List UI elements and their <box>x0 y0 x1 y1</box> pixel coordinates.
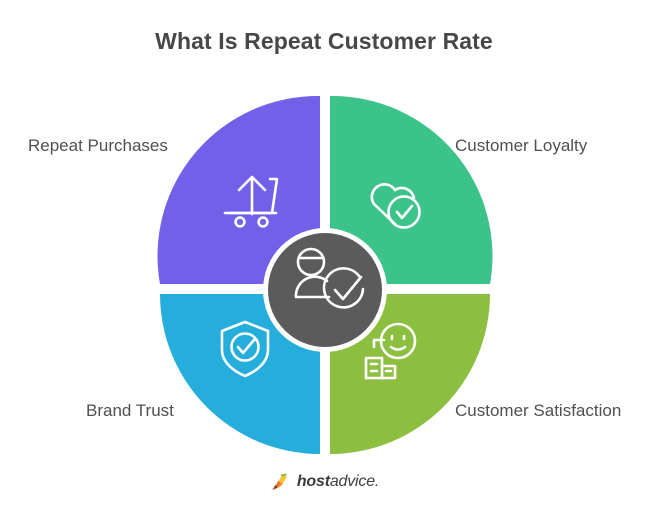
quadrant-label-customer-loyalty: Customer Loyalty <box>455 136 588 155</box>
page-title: What Is Repeat Customer Rate <box>155 28 493 54</box>
quadrant-bottom-right[interactable] <box>330 294 490 454</box>
brand-logo[interactable]: hostadvice. <box>0 468 648 496</box>
hostadvice-mascot-icon <box>272 473 287 490</box>
shopping-cart-up-arrow-icon <box>223 175 279 228</box>
brand-wordmark-bold: host <box>296 473 330 490</box>
quadrant-label-customer-satisfaction: Customer Satisfaction <box>455 401 622 420</box>
quadrant-top-left[interactable] <box>157 95 320 285</box>
quadrant-label-repeat-purchases: Repeat Purchases <box>28 136 168 155</box>
brand-wordmark-light: advice. <box>329 473 380 490</box>
quadrant-top-right-wedge[interactable] <box>330 95 493 284</box>
quadrant-top-right[interactable] <box>330 95 493 284</box>
quadrant-label-brand-trust: Brand Trust <box>86 401 174 420</box>
shield-check-icon <box>220 320 270 378</box>
quadrant-bottom-left[interactable] <box>160 294 320 454</box>
customer-check-icon <box>294 247 365 309</box>
quadrant-bottom-right-wedge[interactable] <box>330 294 490 454</box>
center-hub[interactable] <box>263 228 387 352</box>
smiley-bar-chart-icon <box>364 322 417 380</box>
brand-wordmark: hostadvice. <box>297 472 379 492</box>
heart-check-icon <box>370 183 421 229</box>
